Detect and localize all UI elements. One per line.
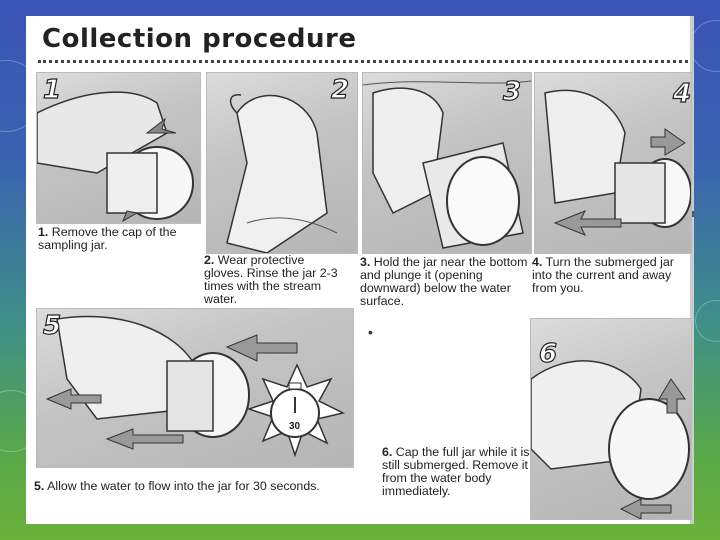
step-1-illustration: 1	[36, 72, 201, 224]
step-4-illustration: 4	[534, 72, 692, 254]
step-6-number: 6	[538, 338, 558, 369]
step-6-text: Cap the full jar while it is still subme…	[382, 445, 530, 498]
step-5-number: 5	[42, 310, 62, 341]
step-2-caption: 2. Wear protective gloves. Rinse the jar…	[204, 254, 344, 306]
step-5-text: Allow the water to flow into the jar for…	[47, 479, 320, 493]
step-6-illustration: 6	[530, 318, 692, 520]
submerged-jar-timer-drawing	[45, 315, 346, 458]
step-4-label: 4.	[532, 255, 543, 269]
step-4-number: 4	[672, 78, 692, 109]
timer-value: 30	[289, 421, 301, 432]
step-2-number: 2	[330, 74, 350, 105]
step-6-label: 6.	[382, 445, 393, 459]
step-2-text: Wear protective gloves. Rinse the jar 2-…	[204, 253, 338, 306]
background-bubble	[695, 300, 720, 342]
stray-bullet: •	[368, 324, 373, 340]
hand-turning-jar-drawing	[544, 89, 691, 236]
step-3-caption: 3. Hold the jar near the bottom and plun…	[360, 256, 530, 308]
page-title: Collection procedure	[42, 24, 357, 54]
step-1-label: 1.	[38, 225, 49, 239]
title-divider	[38, 60, 688, 63]
step-5-illustration: 5 30	[36, 308, 354, 468]
step-3-label: 3.	[360, 255, 371, 269]
step-5-caption: 5. Allow the water to flow into the jar …	[34, 480, 344, 493]
step-6-caption: 6. Cap the full jar while it is still su…	[382, 446, 532, 498]
capping-jar-drawing	[531, 360, 690, 519]
gloved-hand-drawing	[226, 94, 338, 253]
page-edge	[690, 16, 694, 524]
step-5-label: 5.	[34, 479, 45, 493]
step-1-text: Remove the cap of the sampling jar.	[38, 225, 177, 252]
hand-plunging-jar-drawing	[363, 80, 531, 249]
step-2-illustration: 2	[206, 72, 358, 254]
background-bubble	[690, 20, 720, 72]
step-1-number: 1	[42, 74, 62, 105]
step-4-caption: 4. Turn the submerged jar into the curre…	[532, 256, 690, 295]
step-2-label: 2.	[204, 253, 215, 267]
hand-removing-cap-drawing	[37, 91, 194, 223]
step-3-number: 3	[502, 76, 522, 107]
procedure-sheet: Collection procedure 1 1. Remove the cap…	[26, 16, 694, 524]
step-4-text: Turn the submerged jar into the current …	[532, 255, 674, 295]
step-3-text: Hold the jar near the bottom and plunge …	[360, 255, 528, 308]
step-3-illustration: 3	[362, 72, 532, 254]
step-1-caption: 1. Remove the cap of the sampling jar.	[38, 226, 198, 252]
